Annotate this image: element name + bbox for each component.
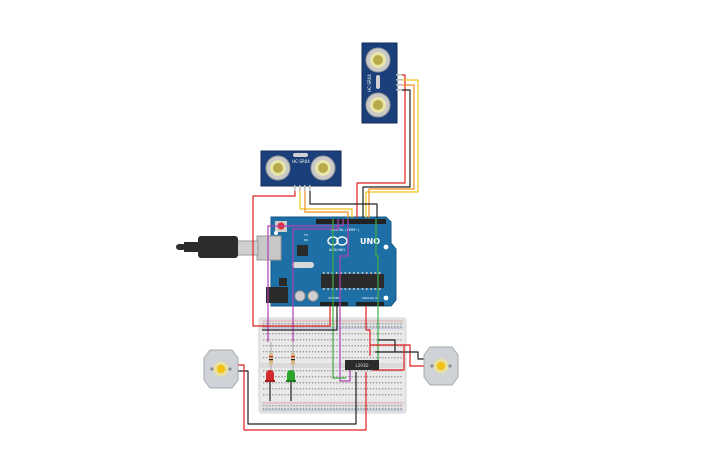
wire-black[interactable] — [378, 339, 396, 352]
brand-label: ARDUINO — [329, 248, 345, 252]
wire-black[interactable] — [262, 306, 338, 331]
atmega-chip — [321, 274, 384, 288]
wire-red[interactable] — [356, 74, 406, 218]
sensor-mid-pins — [294, 185, 311, 191]
power-label: POWER — [328, 296, 339, 300]
wire-green[interactable] — [332, 219, 346, 379]
power-jack — [266, 287, 288, 303]
wires — [238, 74, 424, 431]
power-header — [320, 302, 348, 306]
usb-cable[interactable] — [176, 236, 259, 258]
ultrasonic-sensor-top[interactable]: HC-SR04 — [361, 42, 402, 124]
led-green[interactable] — [286, 370, 296, 382]
rx-label: RX — [304, 238, 308, 242]
crystal-oscillator — [292, 262, 314, 268]
analog-header — [356, 302, 384, 306]
wire-black[interactable] — [362, 89, 411, 218]
sensor-top-pins — [396, 74, 402, 91]
uno-label: UNO — [360, 237, 380, 246]
wire-red[interactable] — [252, 191, 296, 327]
wire-yellow[interactable] — [365, 79, 419, 218]
wire-red[interactable] — [365, 306, 371, 356]
capacitor — [307, 290, 319, 302]
wire-red[interactable] — [372, 345, 405, 371]
mounting-hole — [383, 244, 389, 250]
usb-port — [256, 235, 282, 261]
wire-orange[interactable] — [304, 191, 349, 218]
usb-chip — [297, 245, 308, 256]
wire-purple[interactable] — [339, 219, 351, 382]
wire-red[interactable] — [238, 364, 367, 431]
wire-red[interactable] — [370, 344, 424, 367]
analog-label: ANALOG IN — [362, 296, 379, 300]
wire-purple[interactable] — [267, 219, 344, 342]
arduino-uno-board[interactable]: DIGITAL (PWM~) UNO ARDUINO TX RX POWER A… — [256, 216, 397, 307]
resistor[interactable] — [269, 342, 273, 372]
motor-driver-chip[interactable]: L293D — [345, 360, 379, 370]
wire-purple[interactable] — [292, 219, 339, 342]
digital-label: DIGITAL (PWM~) — [331, 228, 360, 232]
wire-black[interactable] — [238, 370, 357, 425]
sensor-mid-label: HC-SR04 — [292, 159, 310, 164]
driver-chip-label: L293D — [356, 363, 369, 368]
wire-black[interactable] — [375, 351, 424, 360]
led-red[interactable] — [265, 370, 275, 382]
dc-motor-right[interactable] — [423, 346, 459, 386]
sensor-top-label: HC-SR04 — [367, 74, 372, 92]
ultrasonic-sensor-middle[interactable]: HC-SR04 — [260, 150, 342, 191]
resistor[interactable] — [291, 342, 295, 372]
wire-green[interactable] — [375, 219, 379, 364]
dc-motor-left[interactable] — [203, 349, 239, 389]
digital-header — [316, 219, 386, 224]
tx-label: TX — [303, 233, 308, 237]
wire-red[interactable] — [262, 306, 331, 327]
wire-orange[interactable] — [368, 84, 415, 218]
wire-yellow[interactable] — [299, 191, 353, 218]
capacitor — [294, 290, 306, 302]
wire-black[interactable] — [309, 191, 378, 218]
